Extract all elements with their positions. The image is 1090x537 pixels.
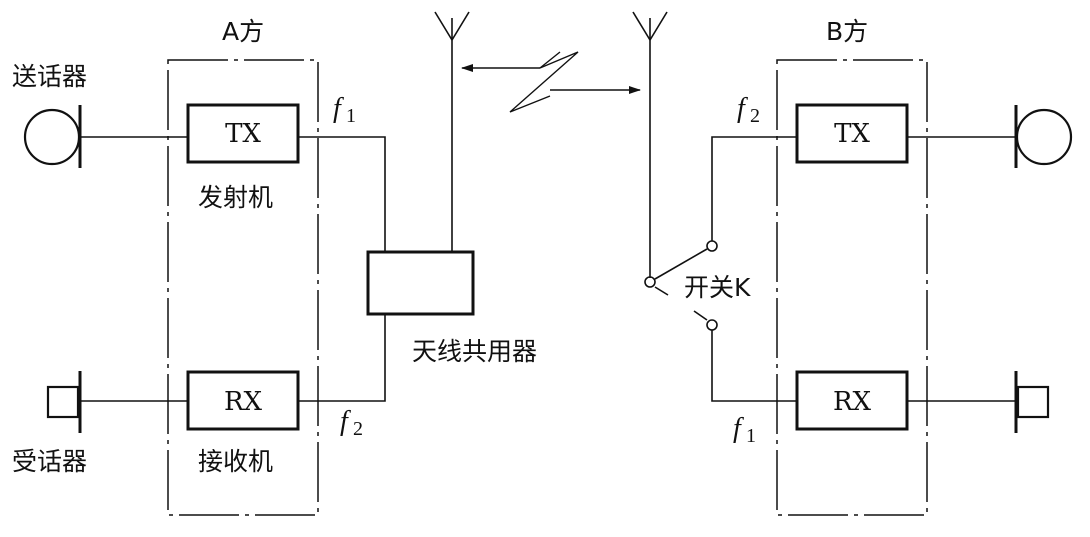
party-a-f1-label: f 1 xyxy=(333,93,356,127)
party-a-title: A方 xyxy=(222,17,264,46)
microphone-icon xyxy=(23,105,82,168)
antenna-a-icon xyxy=(434,11,470,252)
microphone-label: 送话器 xyxy=(12,62,87,91)
transmitter-label: 发射机 xyxy=(198,183,273,212)
earphone-label: 受话器 xyxy=(12,447,87,476)
party-a-tx-label: TX xyxy=(225,119,261,149)
party-a-f2-label: f 2 xyxy=(340,406,363,440)
svg-text:1: 1 xyxy=(346,105,356,127)
svg-text:f: f xyxy=(340,406,351,437)
antenna-duplexer-box xyxy=(366,250,475,316)
receiver-label: 接收机 xyxy=(198,447,273,476)
earphone-b-icon xyxy=(1014,371,1050,433)
switch-k xyxy=(644,240,718,331)
svg-text:f: f xyxy=(333,93,344,124)
party-b-title: B方 xyxy=(826,17,868,46)
tx-to-duplexer-wire xyxy=(298,136,386,252)
party-b-f1-label: f 1 xyxy=(733,413,756,447)
antenna-b-icon xyxy=(632,11,668,278)
svg-text:f: f xyxy=(737,93,748,124)
switch-to-tx-b-wire xyxy=(711,136,797,241)
party-b-tx-label: TX xyxy=(834,119,870,149)
earphone-icon xyxy=(46,371,82,433)
rx-to-duplexer-wire xyxy=(298,314,386,402)
party-b-f2-label: f 2 xyxy=(737,93,760,127)
party-a-tx-box xyxy=(186,103,300,164)
party-a-rx-label: RX xyxy=(224,387,263,417)
svg-text:2: 2 xyxy=(750,105,760,127)
party-b-rx-label: RX xyxy=(833,387,872,417)
svg-text:2: 2 xyxy=(353,418,363,440)
switch-label: 开关K xyxy=(684,273,751,302)
radio-link-zigzag xyxy=(461,51,641,113)
duplexer-label: 天线共用器 xyxy=(412,337,537,366)
party-b-tx-box xyxy=(795,103,909,164)
svg-text:f: f xyxy=(733,413,744,444)
party-a-rx-box xyxy=(186,370,300,431)
svg-text:1: 1 xyxy=(746,425,756,447)
microphone-b-icon xyxy=(1014,105,1073,168)
switch-to-rx-b-wire xyxy=(711,330,797,402)
